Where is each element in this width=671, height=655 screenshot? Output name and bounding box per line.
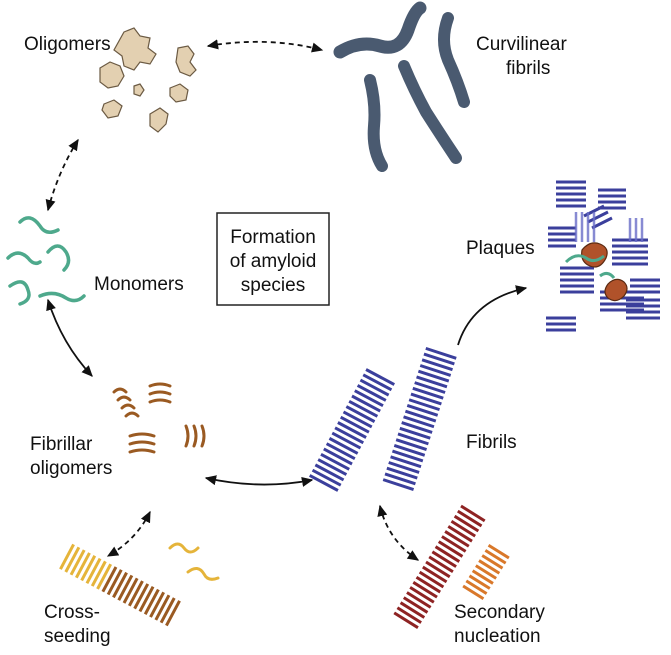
arrow-fibrils-secondary <box>377 504 420 561</box>
label-secondary-1: Secondary <box>454 602 545 623</box>
label-fibrillar-1: Fibrillar <box>30 434 93 455</box>
label-monomers: Monomers <box>94 274 184 295</box>
cross-seeding <box>59 542 220 627</box>
center-line-3: species <box>241 275 305 296</box>
fibrils <box>309 346 457 492</box>
label-cross-2: seeding <box>44 626 111 647</box>
arrow-oligomers-monomers <box>45 138 79 212</box>
fibrillar-oligomers <box>112 382 206 454</box>
label-secondary-2: nucleation <box>454 626 541 647</box>
label-cross-1: Cross- <box>44 602 100 623</box>
label-fibrils: Fibrils <box>466 432 517 453</box>
label-plaques: Plaques <box>466 238 535 259</box>
center-line-2: of amyloid <box>230 251 317 272</box>
secondary-nucleation <box>393 504 510 629</box>
center-box-frame <box>216 212 330 306</box>
arrows <box>45 39 528 561</box>
plaques-cluster <box>546 180 660 332</box>
arrow-fibrillar-cross <box>106 510 151 557</box>
curvilinear-fibrils <box>333 1 470 172</box>
arrow-fibrils-plaques <box>457 285 528 346</box>
center-line-1: Formation <box>230 227 316 248</box>
label-fibrillar-2: oligomers <box>30 458 112 479</box>
label-curvilinear-2: fibrils <box>506 58 550 79</box>
monomers-strands <box>6 216 86 306</box>
arrow-fibrillar-fibrils <box>204 475 314 487</box>
label-curvilinear-1: Curvilinear <box>476 34 567 55</box>
arrow-oligomers-curvilinear <box>206 39 324 53</box>
arrow-monomers-fibrillar <box>46 298 93 377</box>
label-oligomers: Oligomers <box>24 34 111 55</box>
oligomers-blobs <box>99 27 197 133</box>
